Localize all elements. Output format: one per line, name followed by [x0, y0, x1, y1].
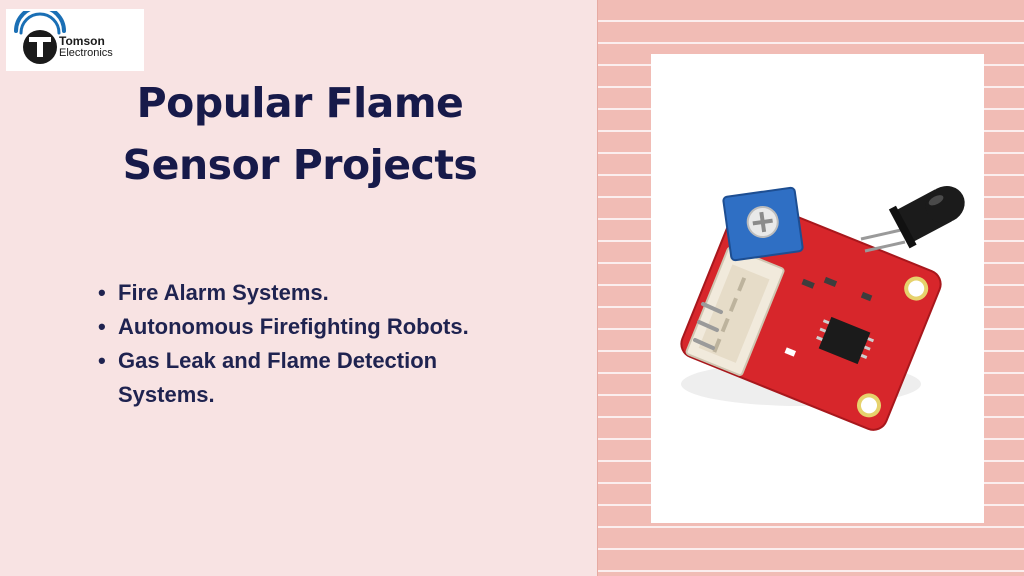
logo-text: Tomson Electronics: [59, 35, 113, 59]
list-item-text: Fire Alarm Systems.: [118, 280, 329, 305]
list-item-text: Gas Leak and Flame Detection Systems.: [118, 348, 438, 407]
flame-sensor-module-image: [680, 186, 965, 431]
title-line2: Sensor Projects: [122, 141, 478, 189]
left-panel: [0, 0, 597, 576]
bullet-marker: •: [98, 314, 106, 339]
list-item: • Fire Alarm Systems.: [94, 276, 534, 310]
logo-line2: Electronics: [59, 47, 113, 59]
page-title: Popular Flame Sensor Projects: [100, 72, 500, 196]
bullet-marker: •: [98, 348, 106, 373]
list-item: • Autonomous Firefighting Robots.: [94, 310, 534, 344]
title-line1: Popular Flame: [136, 79, 464, 127]
tomson-logo-icon: [14, 11, 66, 64]
list-item-text: Autonomous Firefighting Robots.: [118, 314, 469, 339]
project-list: • Fire Alarm Systems. • Autonomous Firef…: [94, 276, 534, 412]
product-photo: [651, 54, 984, 523]
list-item: • Gas Leak and Flame Detection Systems.: [94, 344, 534, 412]
logo-line1: Tomson: [59, 34, 105, 48]
bullet-marker: •: [98, 280, 106, 305]
company-logo: Tomson Electronics: [6, 9, 144, 71]
